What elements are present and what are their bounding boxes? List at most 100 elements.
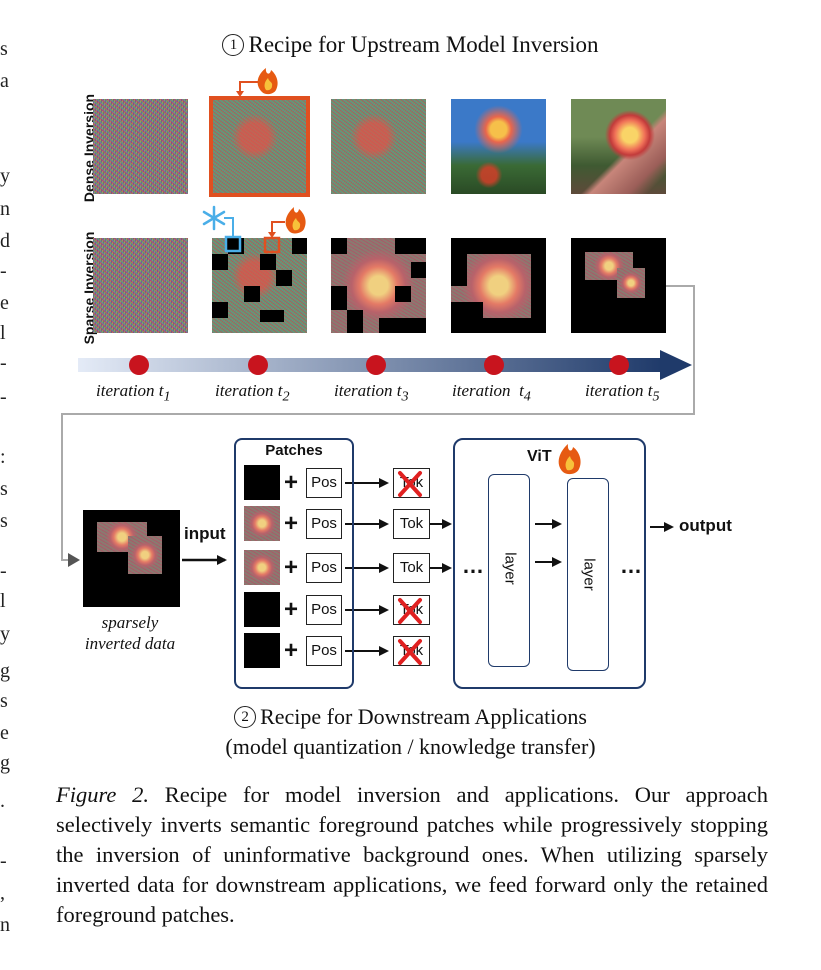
sparse-caption-line1: sparsely xyxy=(101,613,159,632)
masked-patch xyxy=(411,262,426,278)
masked-patch xyxy=(292,238,307,254)
edge-char: - xyxy=(0,850,7,872)
iteration-label-2: iteration t2 xyxy=(215,381,290,405)
timeline-dot xyxy=(609,355,629,375)
output-label: output xyxy=(679,516,732,535)
vit-layer-2-label: layer xyxy=(580,558,598,591)
sparse-image-t1 xyxy=(93,238,188,333)
edge-char: n xyxy=(0,198,10,220)
masked-patch xyxy=(260,254,276,270)
masked-patch xyxy=(260,310,284,322)
vit-label: ViT xyxy=(527,448,552,465)
pos-embedding: Pos xyxy=(306,468,342,498)
edge-char: d xyxy=(0,230,10,252)
edge-char: s xyxy=(0,478,8,500)
pos-embedding: Pos xyxy=(306,636,342,666)
retained-patch xyxy=(585,252,633,280)
plus-sign: + xyxy=(284,554,299,581)
iteration-label-1: iteration t1 xyxy=(96,381,171,405)
connector-arrow xyxy=(61,285,695,561)
step-number-2: 2 xyxy=(234,706,257,728)
masked-patch xyxy=(212,302,228,318)
vit-layer-1-label: layer xyxy=(501,552,519,585)
step-number-1: 1 xyxy=(222,34,245,56)
masked-patch xyxy=(331,286,347,310)
masked-patch xyxy=(483,318,531,333)
snowflake-icon xyxy=(202,205,226,231)
edge-char: - xyxy=(0,386,7,408)
ellipsis-left: … xyxy=(462,553,484,578)
upstream-title-text: Recipe for Upstream Model Inversion xyxy=(248,32,599,57)
sparse-data-caption: sparsely inverted data xyxy=(60,612,200,654)
timeline-dot xyxy=(484,355,504,375)
masked-patch xyxy=(379,318,426,333)
masked-patch xyxy=(451,302,483,333)
dense-image-t2 xyxy=(212,99,307,194)
edge-char: s xyxy=(0,690,8,712)
sparse-caption-line2: inverted data xyxy=(84,634,176,653)
timeline-dot xyxy=(366,355,386,375)
patches-title: Patches xyxy=(265,442,323,459)
masked-patch xyxy=(451,238,546,254)
plus-sign: + xyxy=(284,469,299,496)
figure-caption: Figure 2. Recipe for model inversion and… xyxy=(56,780,768,930)
dense-image-t1 xyxy=(93,99,188,194)
retained-patch xyxy=(617,268,645,298)
token: Tok xyxy=(393,553,430,583)
dense-image-t5 xyxy=(571,99,666,194)
edge-char: n xyxy=(0,914,10,936)
edge-char: e xyxy=(0,722,9,744)
edge-char: e xyxy=(0,292,9,314)
pos-embedding: Pos xyxy=(306,509,342,539)
patch-background xyxy=(244,592,280,627)
downstream-title-line1: Recipe for Downstream Applications xyxy=(260,704,587,729)
dense-image-t3 xyxy=(331,99,426,194)
edge-char: - xyxy=(0,560,7,582)
token-to-vit-arrows xyxy=(430,519,674,573)
patch-foreground xyxy=(244,550,280,585)
edge-char: a xyxy=(0,70,9,92)
edge-char: l xyxy=(0,322,6,344)
iteration-label-3: iteration t3 xyxy=(334,381,409,405)
plus-sign: + xyxy=(284,596,299,623)
iteration-timeline xyxy=(78,350,692,380)
edge-char: , xyxy=(0,882,5,904)
masked-patch xyxy=(395,238,426,254)
active-patch-marker xyxy=(263,236,281,254)
edge-char: - xyxy=(0,352,7,374)
edge-char: - xyxy=(0,260,7,282)
update-arrow xyxy=(239,81,258,93)
masked-patch xyxy=(451,254,467,286)
timeline-dot xyxy=(129,355,149,375)
masked-patch xyxy=(212,254,228,270)
token: Tok xyxy=(393,509,430,539)
masked-patch xyxy=(347,310,363,333)
edge-char: g xyxy=(0,752,10,774)
masked-patch xyxy=(531,254,546,333)
plus-sign: + xyxy=(284,510,299,537)
figure-caption-text: Recipe for model inversion and applicati… xyxy=(56,782,768,927)
dense-image-t4 xyxy=(451,99,546,194)
patches-box xyxy=(234,438,354,689)
masked-patch xyxy=(244,286,260,302)
plus-sign: + xyxy=(284,637,299,664)
edge-char: y xyxy=(0,165,10,187)
edge-char: g xyxy=(0,660,10,682)
edge-char: y xyxy=(0,623,10,645)
vit-box xyxy=(453,438,646,689)
downstream-title-line2: (model quantization / knowledge transfer… xyxy=(225,734,596,759)
patch-background xyxy=(244,465,280,500)
masked-patch xyxy=(331,238,347,254)
patch-foreground xyxy=(244,506,280,541)
vit-layer-2 xyxy=(567,478,609,671)
input-label: input xyxy=(184,524,226,543)
active-update-frame xyxy=(209,96,310,197)
fire-icon xyxy=(285,207,306,234)
figure-caption-label: Figure 2. xyxy=(56,782,150,807)
patch-background xyxy=(244,633,280,668)
timeline-dot xyxy=(248,355,268,375)
